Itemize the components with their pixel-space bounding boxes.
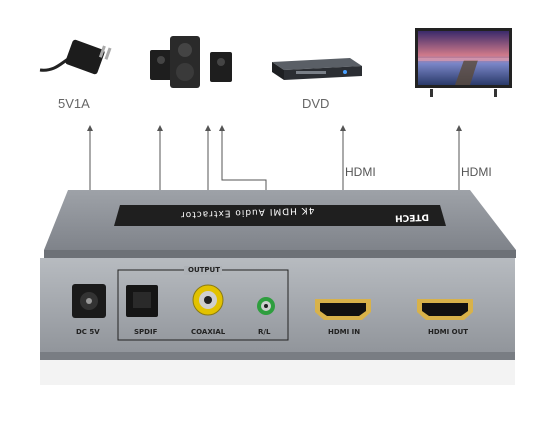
power-adapter-label: 5V1A <box>58 96 90 111</box>
tv-icon <box>415 28 512 97</box>
hdmi-in-port <box>315 299 371 320</box>
spdif-port <box>126 285 158 317</box>
extractor-box <box>40 190 516 385</box>
coaxial-port <box>192 284 224 316</box>
hdmi-out-label: HDMI OUT <box>428 328 469 336</box>
brand-logo: DTECH <box>394 211 430 223</box>
rl-port <box>257 297 275 315</box>
hdmi-in-cable-label: HDMI <box>345 165 376 179</box>
spdif-label: SPDIF <box>134 328 158 336</box>
dvd-player-icon <box>272 58 362 80</box>
output-group-label: OUTPUT <box>188 266 220 274</box>
hdmi-out-cable-label: HDMI <box>461 165 492 179</box>
coaxial-label: COAXIAL <box>191 328 226 336</box>
power-adapter-icon <box>39 39 112 75</box>
rl-label: R/L <box>258 328 271 336</box>
dc-5v-label: DC 5V <box>76 328 100 336</box>
dc-5v-port <box>72 284 106 318</box>
hdmi-out-port <box>417 299 473 320</box>
dvd-label: DVD <box>302 96 330 111</box>
hdmi-in-label: HDMI IN <box>328 328 361 336</box>
speakers-icon <box>150 36 232 88</box>
